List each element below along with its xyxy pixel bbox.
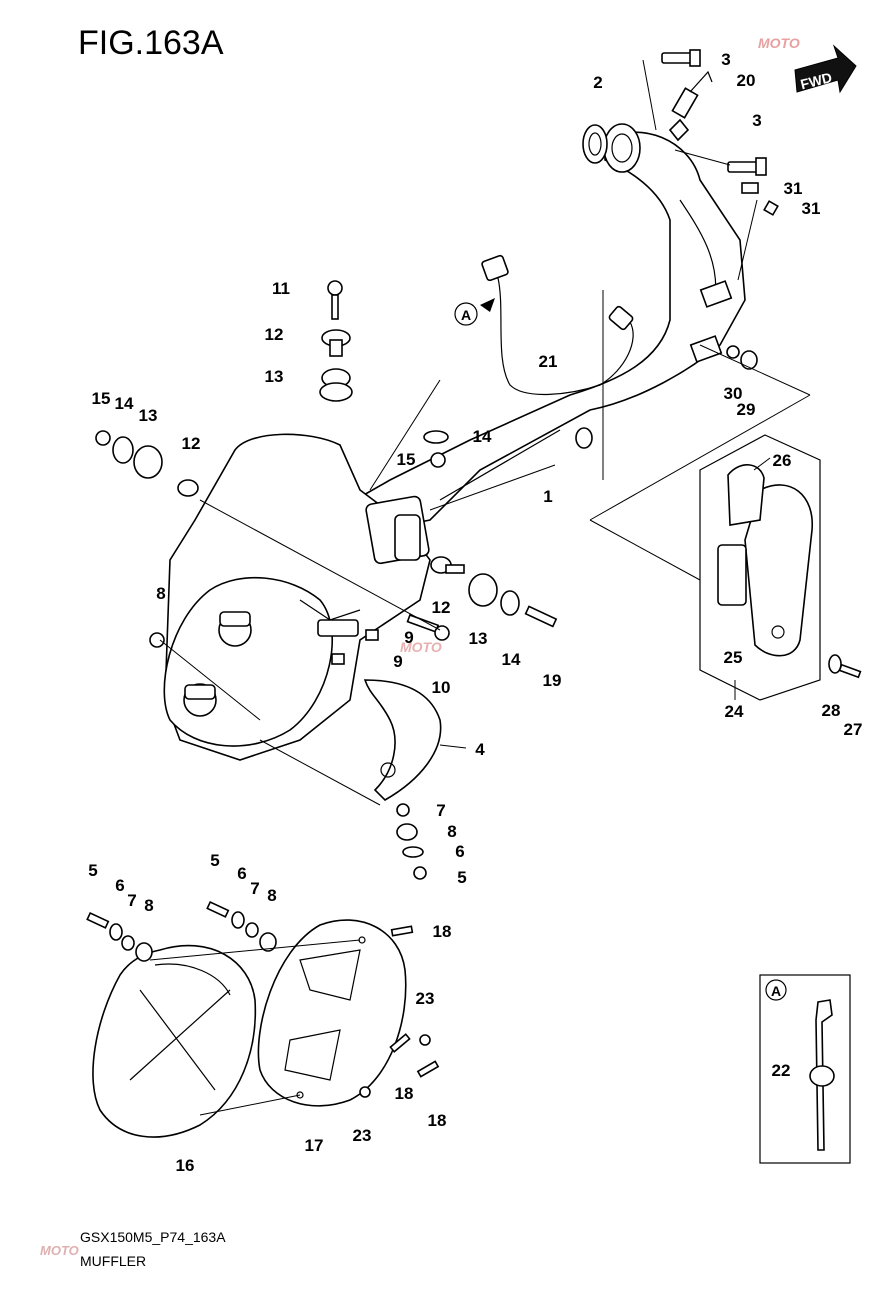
sensor-harness [481,254,634,395]
watermark-middle: MOTO [400,639,442,655]
label-part-2: 2 [593,73,602,92]
label-part-8c: 8 [447,822,456,841]
leader-lines [149,59,811,1116]
watermark-bottom: MOTO [40,1243,79,1258]
label-part-6b: 6 [237,864,246,883]
figure-code: GSX150M5_P74_163A [80,1229,226,1245]
label-part-27: 27 [844,720,863,739]
fasteners [86,182,862,1098]
label-part-5c: 5 [457,868,466,887]
label-part-14c: 14 [502,650,521,669]
label-part-18b: 18 [395,1084,414,1103]
label-part-15b: 15 [397,450,416,469]
label-part-23a: 23 [416,989,435,1008]
muffler-body [163,433,431,761]
label-part-17: 17 [305,1136,324,1155]
label-part-15a: 15 [92,389,111,408]
label-part-8a: 8 [144,896,153,915]
part-number-labels: 1 2 3 3 4 5 5 5 6 6 6 7 7 7 8 8 8 8 9 9 … [88,50,862,1175]
label-part-28: 28 [822,701,841,720]
label-part-20: 20 [737,71,756,90]
silencer-guard [699,434,821,701]
label-part-9b: 9 [393,652,402,671]
label-part-12c: 12 [432,598,451,617]
label-part-25: 25 [724,648,743,667]
label-part-13c: 13 [469,629,488,648]
label-part-23b: 23 [353,1126,372,1145]
callout-a-label: A [461,307,471,323]
inset-a-label: A [771,983,781,999]
figure-title: FIG.163A [78,24,224,62]
heat-shield [363,679,442,801]
fwd-label: FWD [799,69,834,92]
label-part-7a: 7 [127,891,136,910]
label-part-1: 1 [543,487,552,506]
callout-a [454,298,495,326]
label-part-10: 10 [432,678,451,697]
stud-bolt [727,157,767,176]
label-part-12a: 12 [265,325,284,344]
label-part-12b: 12 [182,434,201,453]
cover-plate [257,919,407,1107]
label-part-19: 19 [543,671,562,690]
label-part-7c: 7 [436,801,445,820]
label-part-31b: 31 [802,199,821,218]
label-part-3b: 3 [752,111,761,130]
label-part-5a: 5 [88,861,97,880]
label-part-8d: 8 [156,584,165,603]
watermark-top: MOTO [758,35,800,51]
label-part-26: 26 [773,451,792,470]
fwd-arrow-icon: FWD [794,44,857,94]
label-part-30: 30 [724,384,743,403]
muffler-cover [92,944,257,1138]
label-part-13b: 13 [139,406,158,425]
exhaust-pipe [353,123,746,531]
label-part-7b: 7 [250,879,259,898]
label-part-24: 24 [725,702,744,721]
label-part-22: 22 [772,1061,791,1080]
stud-bolt [661,49,701,67]
label-part-21: 21 [539,352,558,371]
label-part-18a: 18 [433,922,452,941]
label-part-6c: 6 [455,842,464,861]
label-part-8b: 8 [267,886,276,905]
label-part-4: 4 [475,740,485,759]
label-part-6a: 6 [115,876,124,895]
label-part-14a: 14 [115,394,134,413]
label-part-3a: 3 [721,50,730,69]
label-part-5b: 5 [210,851,219,870]
figure-name: MUFFLER [80,1253,147,1269]
label-part-13a: 13 [265,367,284,386]
oxygen-sensor [668,70,713,142]
label-part-16: 16 [176,1156,195,1175]
label-part-14b: 14 [473,427,492,446]
label-part-29: 29 [737,400,756,419]
gasket [582,124,608,164]
label-part-31a: 31 [784,179,803,198]
label-part-18c: 18 [428,1111,447,1130]
label-part-9a: 9 [404,628,413,647]
inset-panel-a [759,974,851,1164]
label-part-11: 11 [272,279,290,298]
